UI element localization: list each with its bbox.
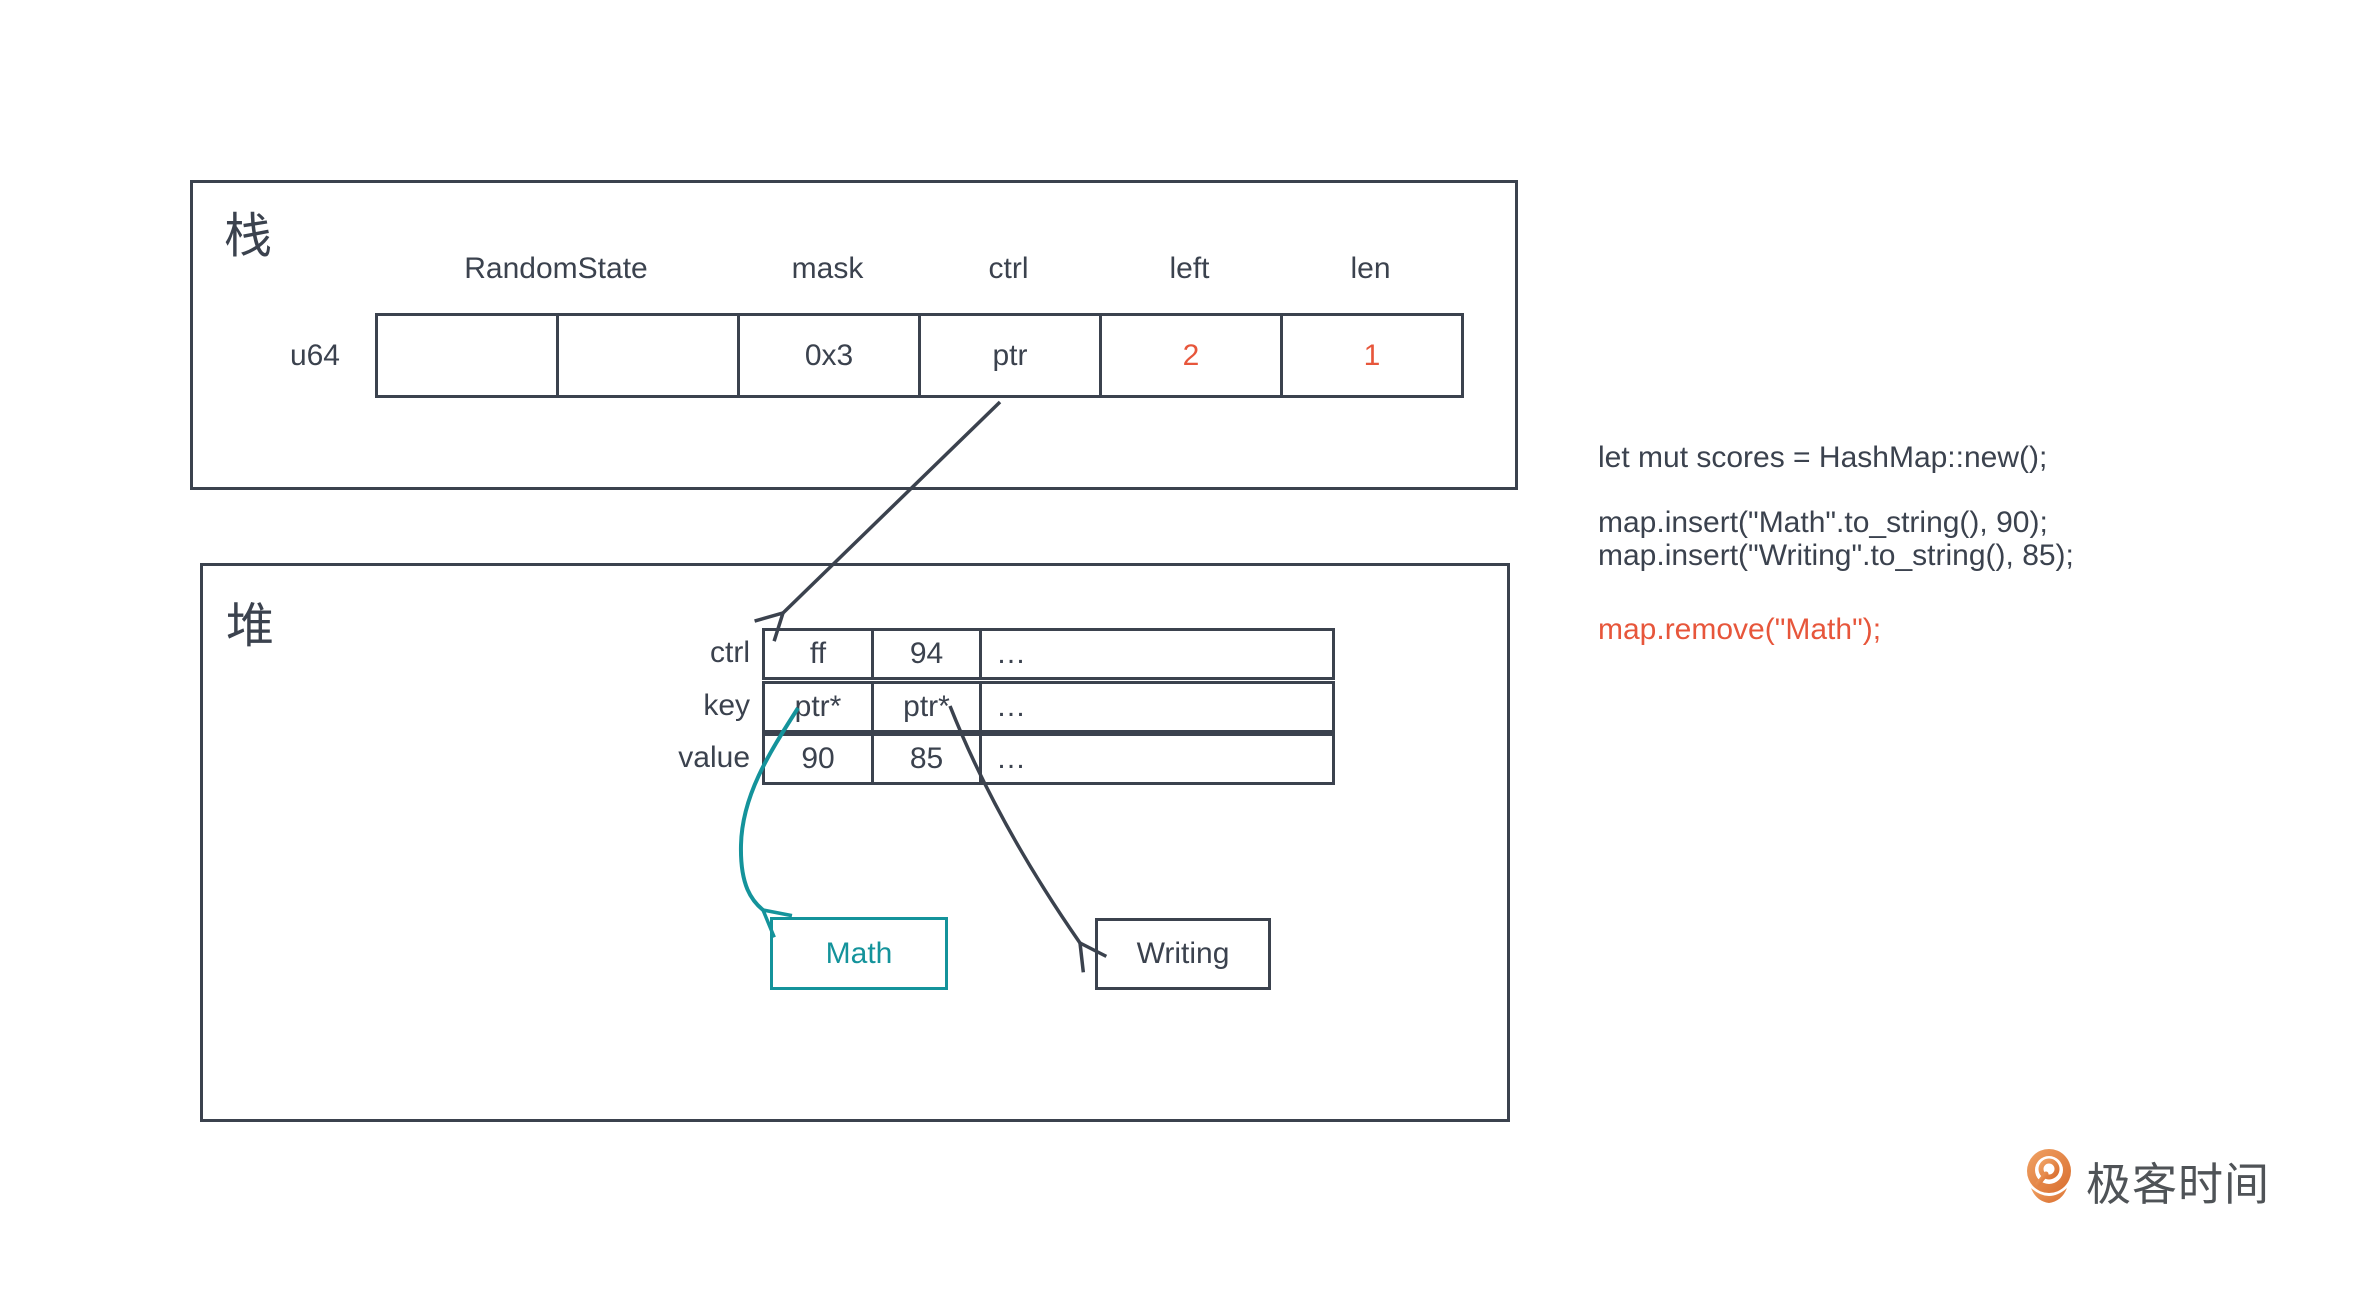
heap-cell-key-1: ptr* xyxy=(874,684,982,730)
stack-cell-randomstate-2 xyxy=(556,313,740,398)
code-line-3: map.insert("Writing".to_string(), 85); xyxy=(1598,539,2074,572)
stack-header-left: left xyxy=(1169,252,1210,285)
stack-cell-len: 1 xyxy=(1280,313,1464,398)
stack-row-label-u64: u64 xyxy=(289,339,340,372)
geektime-logo-text: 极客时间 xyxy=(2086,1159,2271,1210)
code-line-2: map.insert("Math".to_string(), 90); xyxy=(1598,506,2048,539)
heap-row-ctrl: ff 94 … xyxy=(762,628,1335,680)
geektime-logo-icon xyxy=(2027,1149,2071,1203)
heap-cell-value-rest: … xyxy=(996,742,1028,775)
heap-row-label-ctrl: ctrl xyxy=(710,636,750,669)
heap-cell-value-1: 85 xyxy=(874,736,982,782)
stack-header-randomstate: RandomState xyxy=(464,252,648,285)
heap-row-label-value: value xyxy=(678,741,750,774)
stack-cell-randomstate-1 xyxy=(375,313,559,398)
heap-label: 堆 xyxy=(226,600,275,653)
code-line-4: map.remove("Math"); xyxy=(1598,613,1882,646)
heap-row-value: 90 85 … xyxy=(762,733,1335,785)
heap-cell-ctrl-0: ff xyxy=(765,631,874,677)
heap-cell-key-rest: … xyxy=(996,690,1028,723)
heap-cell-value-0: 90 xyxy=(765,736,874,782)
stack-header-len: len xyxy=(1350,252,1391,285)
stack-label: 栈 xyxy=(224,210,273,263)
stack-cell-mask: 0x3 xyxy=(737,313,921,398)
math-string-box: Math xyxy=(770,917,948,990)
heap-row-key: ptr* ptr* … xyxy=(762,681,1335,733)
code-line-1: let mut scores = HashMap::new(); xyxy=(1598,441,2048,474)
heap-cell-ctrl-1: 94 xyxy=(874,631,982,677)
heap-cell-ctrl-rest: … xyxy=(996,637,1028,670)
stack-cell-left: 2 xyxy=(1099,313,1283,398)
stack-cell-ctrl-ptr: ptr xyxy=(918,313,1102,398)
stack-header-mask: mask xyxy=(791,252,864,285)
heap-row-label-key: key xyxy=(703,689,750,722)
heap-cell-key-0: ptr* xyxy=(765,684,874,730)
writing-string-box: Writing xyxy=(1095,918,1271,990)
stack-header-ctrl: ctrl xyxy=(988,252,1029,285)
